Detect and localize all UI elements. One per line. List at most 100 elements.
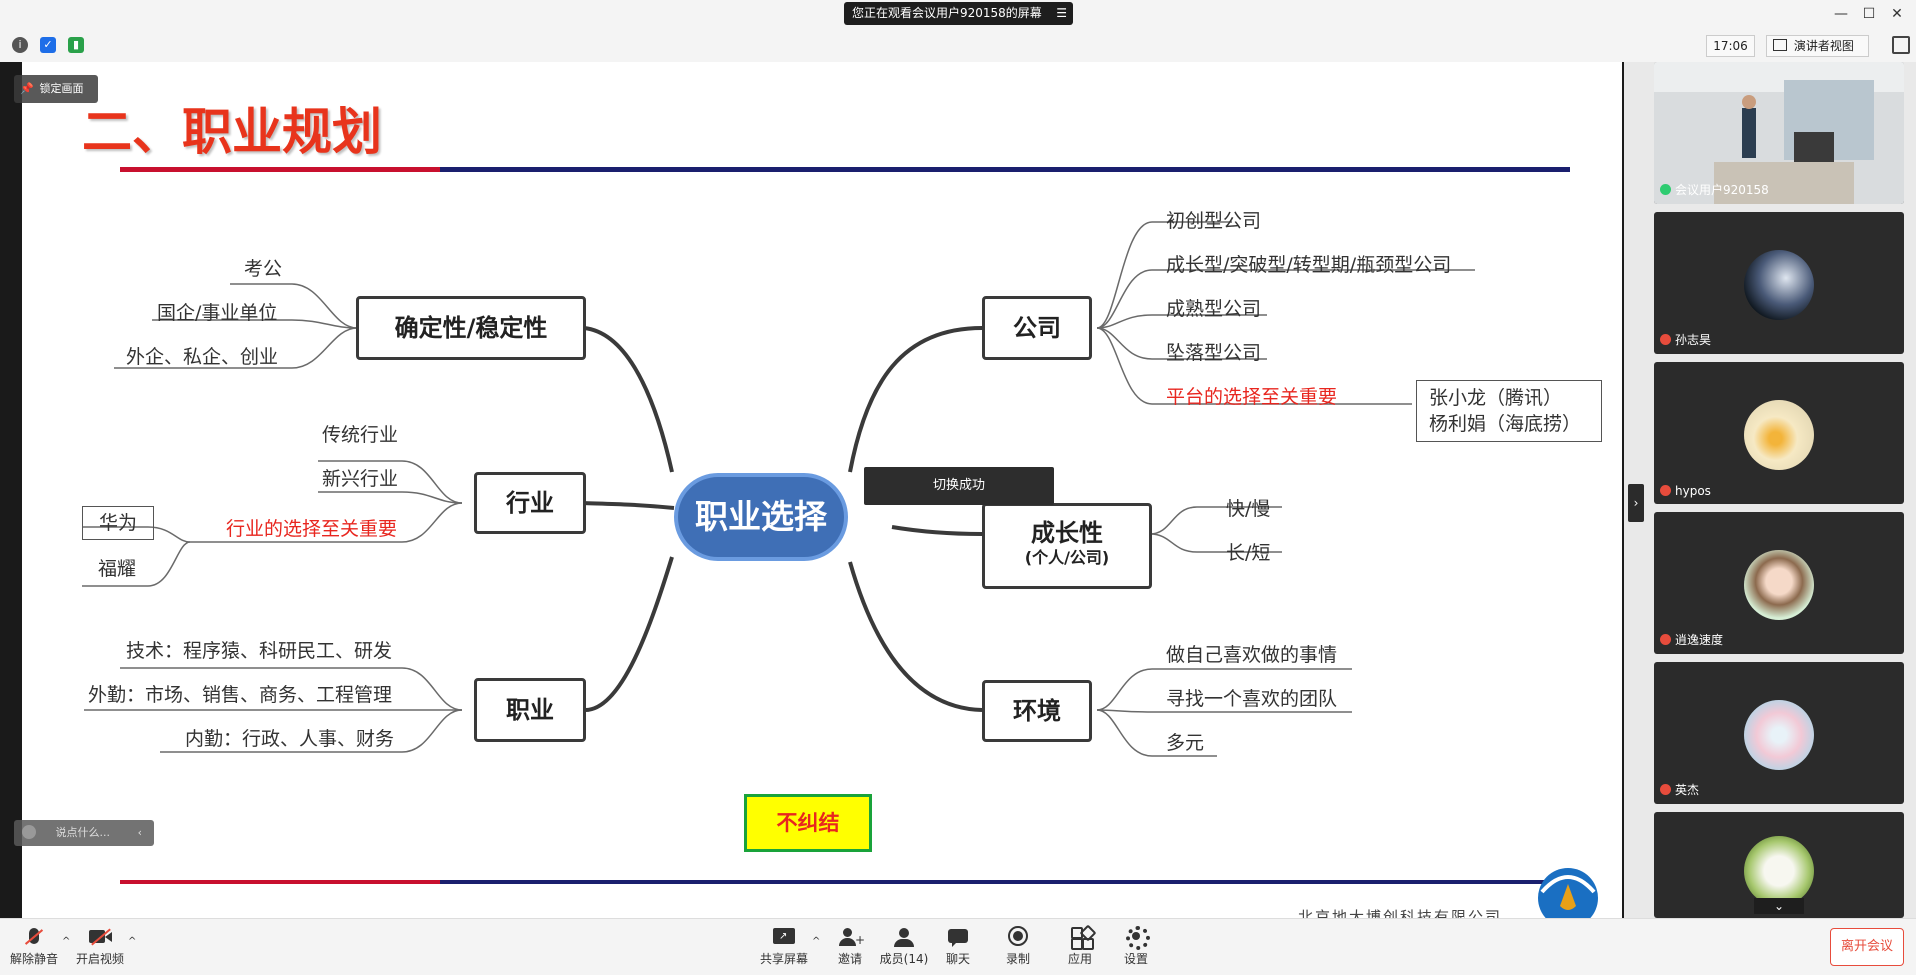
shield-icon[interactable]: ✓ bbox=[40, 37, 56, 53]
leaf-environment-2: 寻找一个喜欢的团队 bbox=[1166, 688, 1338, 710]
node-growth-label: 成长性 bbox=[1031, 519, 1103, 547]
invite-label: 邀请 bbox=[837, 952, 862, 966]
leaf-company-1: 初创型公司 bbox=[1166, 210, 1262, 232]
company-example-2: 杨利娟（海底捞） bbox=[1429, 413, 1582, 435]
share-screen-icon: ↗ bbox=[771, 926, 797, 948]
center-node: 职业选择 bbox=[674, 473, 848, 561]
add-user-icon: + bbox=[837, 926, 865, 948]
leaf-growth-1: 快/慢 bbox=[1226, 498, 1271, 520]
minimize-button[interactable]: — bbox=[1834, 6, 1848, 22]
share-screen-label: 共享屏幕 bbox=[759, 952, 808, 966]
mic-muted-icon bbox=[1660, 634, 1671, 645]
apps-button[interactable]: 应用 bbox=[1050, 924, 1110, 967]
maximize-button[interactable]: ☐ bbox=[1862, 6, 1876, 22]
emoji-icon[interactable] bbox=[22, 825, 36, 839]
node-environment: 环境 bbox=[982, 680, 1092, 742]
view-mode-icon bbox=[1773, 39, 1787, 51]
chevron-up-icon[interactable]: ^ bbox=[812, 936, 821, 947]
scroll-down-button[interactable]: ⌄ bbox=[1754, 898, 1804, 914]
info-icon[interactable]: i bbox=[12, 37, 28, 53]
participant-name: 会议用户920158 bbox=[1660, 181, 1769, 198]
settings-button[interactable]: 设置 bbox=[1106, 926, 1166, 967]
leaf-company-2: 成长型/突破型/转型期/瓶颈型公司 bbox=[1166, 254, 1452, 276]
node-growth-sub: (个人/公司) bbox=[1024, 548, 1110, 567]
leaf-job-1: 技术：程序猿、科研民工、研发 bbox=[126, 640, 393, 662]
chat-placeholder: 说点什么... bbox=[55, 826, 111, 839]
unmute-button[interactable]: 解除静音 bbox=[4, 926, 64, 967]
invite-button[interactable]: + 邀请 bbox=[820, 926, 880, 967]
leaf-company-5: 平台的选择至关重要 bbox=[1166, 386, 1338, 408]
meeting-timer: 17:06 bbox=[1706, 35, 1755, 57]
start-video-button[interactable]: 开启视频 bbox=[70, 926, 130, 967]
mic-muted-icon bbox=[1660, 334, 1671, 345]
participant-tile-5[interactable]: 英杰 bbox=[1654, 662, 1904, 804]
participant-name: 孙志昊 bbox=[1660, 331, 1711, 348]
leaf-certainty-1: 考公 bbox=[244, 258, 283, 280]
node-certainty: 确定性/稳定性 bbox=[356, 296, 586, 360]
leaf-industry-3: 行业的选择至关重要 bbox=[226, 518, 398, 540]
members-button[interactable]: 成员(14) bbox=[874, 926, 934, 967]
chat-input[interactable]: 说点什么... ‹ bbox=[14, 820, 154, 846]
node-company: 公司 bbox=[982, 296, 1092, 360]
leaf-company-4: 坠落型公司 bbox=[1166, 342, 1262, 364]
meeting-top-bar bbox=[0, 28, 1916, 62]
company-examples-box: 张小龙（腾讯） 杨利娟（海底捞） bbox=[1416, 380, 1602, 442]
leaf-environment-1: 做自己喜欢做的事情 bbox=[1166, 644, 1338, 666]
avatar bbox=[1744, 400, 1814, 470]
stamp-badge: 不纠结 bbox=[744, 794, 872, 852]
gear-icon bbox=[1123, 926, 1150, 950]
participant-name: 逍逸速度 bbox=[1660, 631, 1723, 648]
signal-icon[interactable]: ▮ bbox=[68, 37, 84, 53]
chevron-left-icon[interactable]: ‹ bbox=[137, 826, 142, 839]
record-button[interactable]: 录制 bbox=[988, 926, 1048, 967]
close-button[interactable]: ✕ bbox=[1891, 6, 1903, 22]
leaf-certainty-2: 国企/事业单位 bbox=[157, 302, 278, 324]
node-job: 职业 bbox=[474, 678, 586, 742]
toast-message: 切换成功 bbox=[864, 467, 1054, 505]
meeting-toolbar bbox=[0, 918, 1916, 975]
lock-screen-button[interactable]: 📌 锁定画面 bbox=[14, 75, 98, 103]
node-industry: 行业 bbox=[474, 472, 586, 534]
unmute-label: 解除静音 bbox=[9, 952, 58, 966]
participant-tile-3[interactable]: hypos bbox=[1654, 362, 1904, 504]
members-icon bbox=[891, 926, 917, 948]
members-label: 成员(14) bbox=[879, 952, 929, 966]
chevron-up-icon[interactable]: ^ bbox=[128, 936, 137, 947]
record-label: 录制 bbox=[1005, 952, 1030, 966]
chevron-up-icon[interactable]: ^ bbox=[62, 936, 71, 947]
participant-tile-2[interactable]: 孙志昊 bbox=[1654, 212, 1904, 354]
slide-title: 二、职业规划 bbox=[82, 103, 382, 161]
avatar bbox=[1744, 700, 1814, 770]
collapse-gallery-button[interactable]: › bbox=[1628, 484, 1644, 522]
company-example-1: 张小龙（腾讯） bbox=[1429, 387, 1563, 409]
mic-on-icon bbox=[1660, 184, 1671, 195]
avatar bbox=[1744, 550, 1814, 620]
footer-company: 北京地大博创科技有限公司 bbox=[1298, 908, 1503, 918]
apps-label: 应用 bbox=[1067, 952, 1092, 966]
participant-name: hypos bbox=[1660, 484, 1711, 498]
leave-meeting-button[interactable]: 离开会议 bbox=[1830, 928, 1904, 966]
share-screen-button[interactable]: ↗ 共享屏幕 bbox=[754, 926, 814, 967]
industry-example-2: 福耀 bbox=[98, 558, 137, 580]
mic-muted-icon bbox=[1660, 485, 1671, 496]
leaf-environment-3: 多元 bbox=[1166, 732, 1205, 754]
industry-example-1: 华为 bbox=[82, 506, 154, 540]
view-mode-select[interactable]: 演讲者视图 ▼ bbox=[1766, 35, 1869, 73]
menu-icon[interactable]: ☰ bbox=[1056, 6, 1067, 20]
view-mode-label: 演讲者视图 bbox=[1793, 39, 1854, 53]
chat-button[interactable]: 聊天 bbox=[928, 926, 988, 967]
mic-muted-icon bbox=[21, 926, 47, 948]
participant-tile-6[interactable]: ⌄ bbox=[1654, 812, 1904, 918]
share-status-banner: 您正在观看会议用户920158的屏幕 ☰ bbox=[844, 2, 1073, 25]
pin-icon: 📌 bbox=[20, 82, 34, 95]
participant-tile-1[interactable]: 会议用户920158 bbox=[1654, 62, 1904, 204]
fullscreen-icon[interactable] bbox=[1892, 36, 1910, 54]
leaf-industry-2: 新兴行业 bbox=[322, 468, 399, 490]
participant-tile-4[interactable]: 逍逸速度 bbox=[1654, 512, 1904, 654]
mindmap-lines bbox=[82, 167, 1598, 918]
leaf-industry-1: 传统行业 bbox=[322, 424, 399, 446]
participant-name: 英杰 bbox=[1660, 781, 1699, 798]
chat-icon bbox=[945, 926, 971, 948]
avatar bbox=[1744, 836, 1814, 906]
apps-icon bbox=[1067, 924, 1097, 950]
